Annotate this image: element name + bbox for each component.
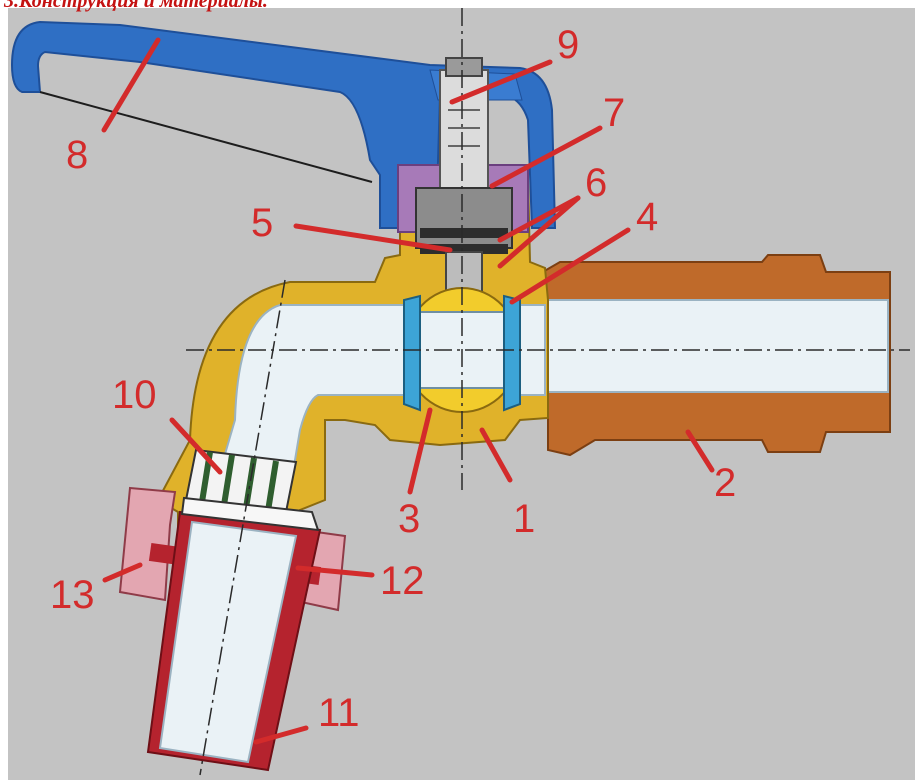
callout-13: 13: [50, 573, 95, 617]
callout-2: 2: [714, 461, 736, 505]
callout-9: 9: [557, 23, 579, 67]
page-heading: 3.Конструкция и материалы.: [4, 0, 268, 12]
hose-fitting: [146, 496, 322, 772]
callout-12: 12: [380, 559, 425, 603]
callout-1: 1: [513, 497, 535, 541]
callout-11: 11: [318, 691, 360, 735]
union-nipple: [514, 254, 891, 457]
callout-4: 4: [636, 195, 658, 239]
callout-10: 10: [112, 373, 157, 417]
callout-7: 7: [603, 91, 625, 135]
callout-8: 8: [66, 133, 88, 177]
center-lines: [186, 8, 910, 776]
leader-lines: [101, 37, 715, 745]
callout-3: 3: [398, 497, 420, 541]
callout-6: 6: [585, 161, 607, 205]
stem-assembly: [415, 57, 513, 299]
callout-5: 5: [251, 201, 273, 245]
